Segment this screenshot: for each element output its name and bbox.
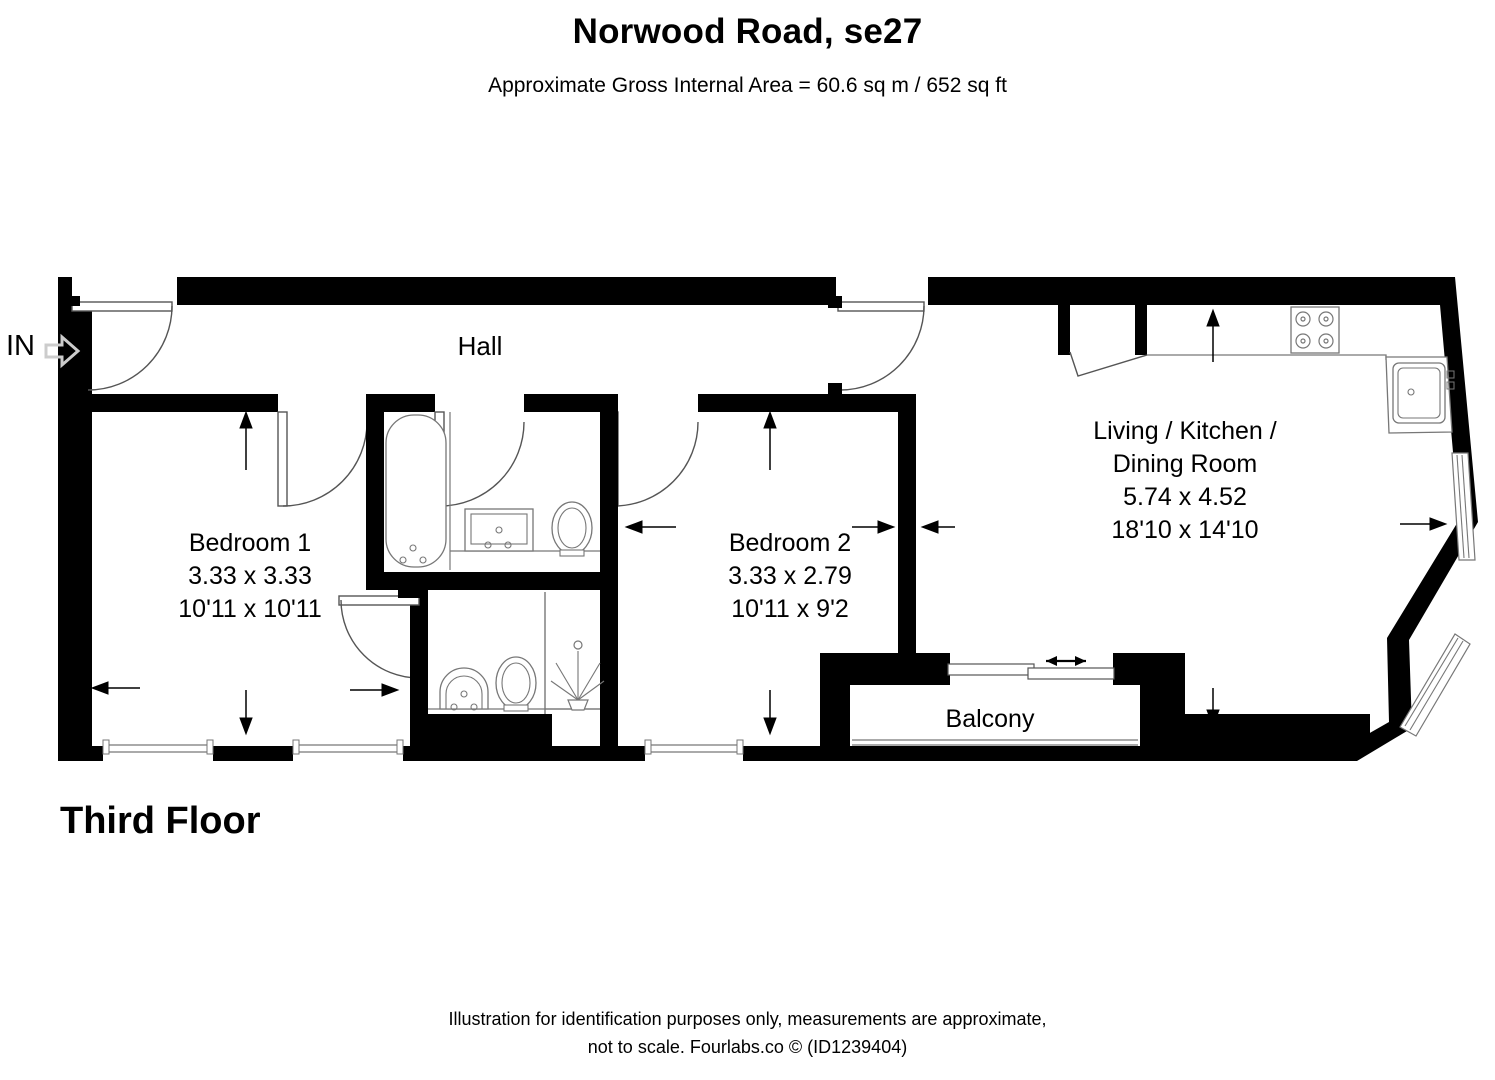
room-label-balcony: Balcony [880, 703, 1100, 736]
plan-footer: Illustration for identification purposes… [0, 1005, 1495, 1061]
plan-header: Norwood Road, se27 Approximate Gross Int… [0, 0, 1495, 98]
wc-door-leaf [338, 595, 420, 606]
bedroom-1-imperial: 10'11 x 10'11 [178, 595, 322, 623]
room-label-bedroom-2: Bedroom 2 3.33 x 2.79 10'11 x 9'2 [660, 527, 920, 626]
bedroom-1-name: Bedroom 1 [188, 529, 312, 557]
walls-layer [44, 277, 1478, 761]
wc-door-swing [340, 599, 420, 679]
entrance-door-swing [87, 305, 173, 391]
wall-bathroom1-bottom [366, 572, 618, 590]
bath-icon [385, 412, 451, 570]
wall-hall-bedroom2 [698, 394, 916, 412]
window-bedroom1-right [292, 735, 404, 761]
entrance-door-jamb-bottom [66, 383, 80, 393]
hall-living-door-opening [836, 277, 928, 305]
wall-bedroom1-bathroom [366, 394, 384, 590]
bedroom1-door-leaf [277, 411, 288, 507]
hall-name: Hall [457, 331, 503, 361]
wall-hall-bathroom1-right [524, 394, 609, 412]
in-arrow-icon [44, 333, 81, 369]
window-living-southeast [1399, 633, 1471, 737]
balcony-sliding-door [947, 656, 1115, 680]
wall-bedroom2-east [898, 394, 916, 660]
living-name-line-2: Dining Room [1112, 450, 1258, 478]
room-label-hall: Hall [390, 330, 570, 363]
bedroom2-door-swing [613, 421, 699, 507]
living-metric: 5.74 x 4.52 [1123, 483, 1247, 511]
bathroom1-door-swing [439, 421, 525, 507]
hall-living-jamb-bottom [828, 383, 842, 395]
sink-icon [1385, 356, 1455, 434]
area-subtitle: Approximate Gross Internal Area = 60.6 s… [488, 74, 1007, 97]
hall-living-door-swing [839, 305, 925, 391]
toilet-icon-bathroom2 [495, 656, 537, 712]
window-bedroom1-left [102, 735, 214, 761]
balcony-balustrade [852, 739, 1138, 746]
living-imperial: 18'10 x 14'10 [1111, 516, 1259, 544]
wall-hall-bedroom1 [66, 394, 278, 412]
wall-bathroom-bedroom2 [600, 394, 618, 590]
room-label-bedroom-1: Bedroom 1 3.33 x 3.33 10'11 x 10'11 [120, 527, 380, 626]
wall-wc-right [600, 590, 618, 746]
entrance-door-opening [72, 277, 177, 305]
bedroom-1-metric: 3.33 x 3.33 [188, 562, 312, 590]
entrance-label: IN [6, 330, 35, 362]
cupboard-right-wall [1135, 305, 1147, 355]
footer-line-1: Illustration for identification purposes… [448, 1009, 1047, 1029]
cupboard-door-swing [1069, 351, 1148, 377]
shower-icon [545, 640, 605, 711]
interior-floor [92, 305, 1459, 746]
floor-level-label: Third Floor [60, 800, 261, 842]
bedroom-2-imperial: 10'11 x 9'2 [731, 595, 849, 623]
entrance-door-jamb-top [66, 296, 80, 306]
wall-balcony-left [820, 653, 850, 746]
bedroom-2-metric: 3.33 x 2.79 [728, 562, 852, 590]
window-bedroom2 [644, 735, 744, 761]
hall-living-jamb-top [828, 296, 842, 308]
page-title: Norwood Road, se27 [572, 12, 923, 51]
room-label-living-kitchen-dining: Living / Kitchen / Dining Room 5.74 x 4.… [1040, 415, 1330, 547]
footer-line-2: not to scale. Fourlabs.co © (ID1239404) [587, 1037, 908, 1057]
entrance-door-leaf [71, 301, 173, 312]
balcony-name: Balcony [945, 705, 1035, 733]
balcony-floor [850, 685, 1140, 746]
bedroom-2-name: Bedroom 2 [728, 529, 852, 557]
window-living-east [1451, 452, 1476, 561]
toilet-icon-bathroom1 [551, 501, 593, 557]
dimension-arrows [90, 308, 1448, 736]
wc-door-jamb-top [398, 586, 420, 598]
cupboard-left-wall [1058, 305, 1070, 355]
hall-living-door-leaf [837, 301, 925, 312]
washbasin-vanity-icon [450, 508, 600, 552]
living-name-line-1: Living / Kitchen / [1093, 417, 1277, 445]
wall-living-balcony-south [1140, 714, 1370, 746]
hob-icon [1290, 306, 1340, 354]
wall-wc-bottom [410, 714, 552, 746]
bedroom1-door-swing [282, 421, 368, 507]
